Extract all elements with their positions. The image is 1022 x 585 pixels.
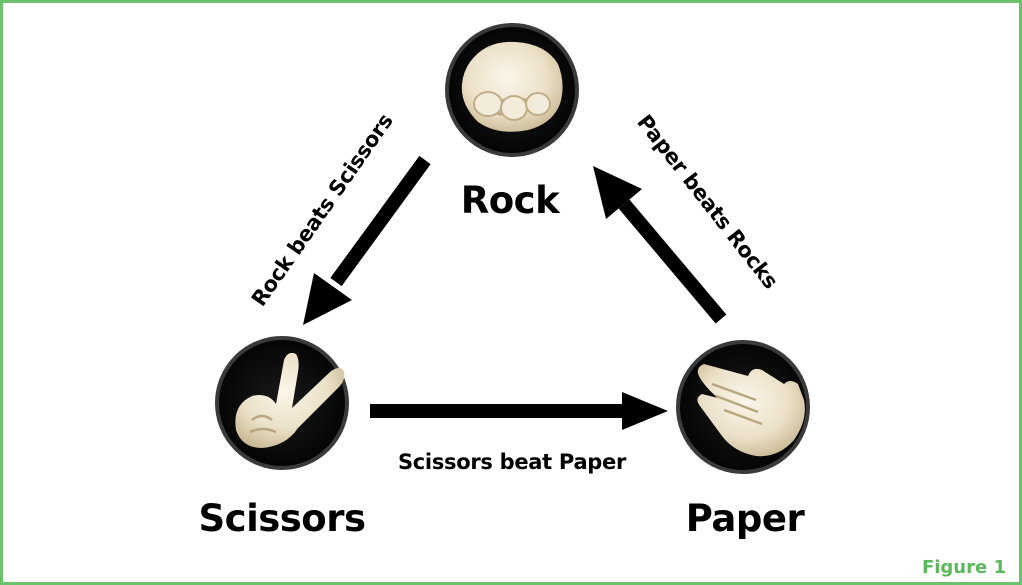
node-label-scissors: Scissors xyxy=(199,497,366,540)
fist-icon xyxy=(462,42,563,132)
node-paper: Paper xyxy=(678,342,808,540)
node-label-rock: Rock xyxy=(461,179,561,222)
edge-label-scissors-beat-paper: Scissors beat Paper xyxy=(398,450,627,474)
node-rock: Rock xyxy=(447,25,577,222)
figure-label: Figure 1 xyxy=(922,557,1006,578)
node-label-paper: Paper xyxy=(686,497,806,540)
